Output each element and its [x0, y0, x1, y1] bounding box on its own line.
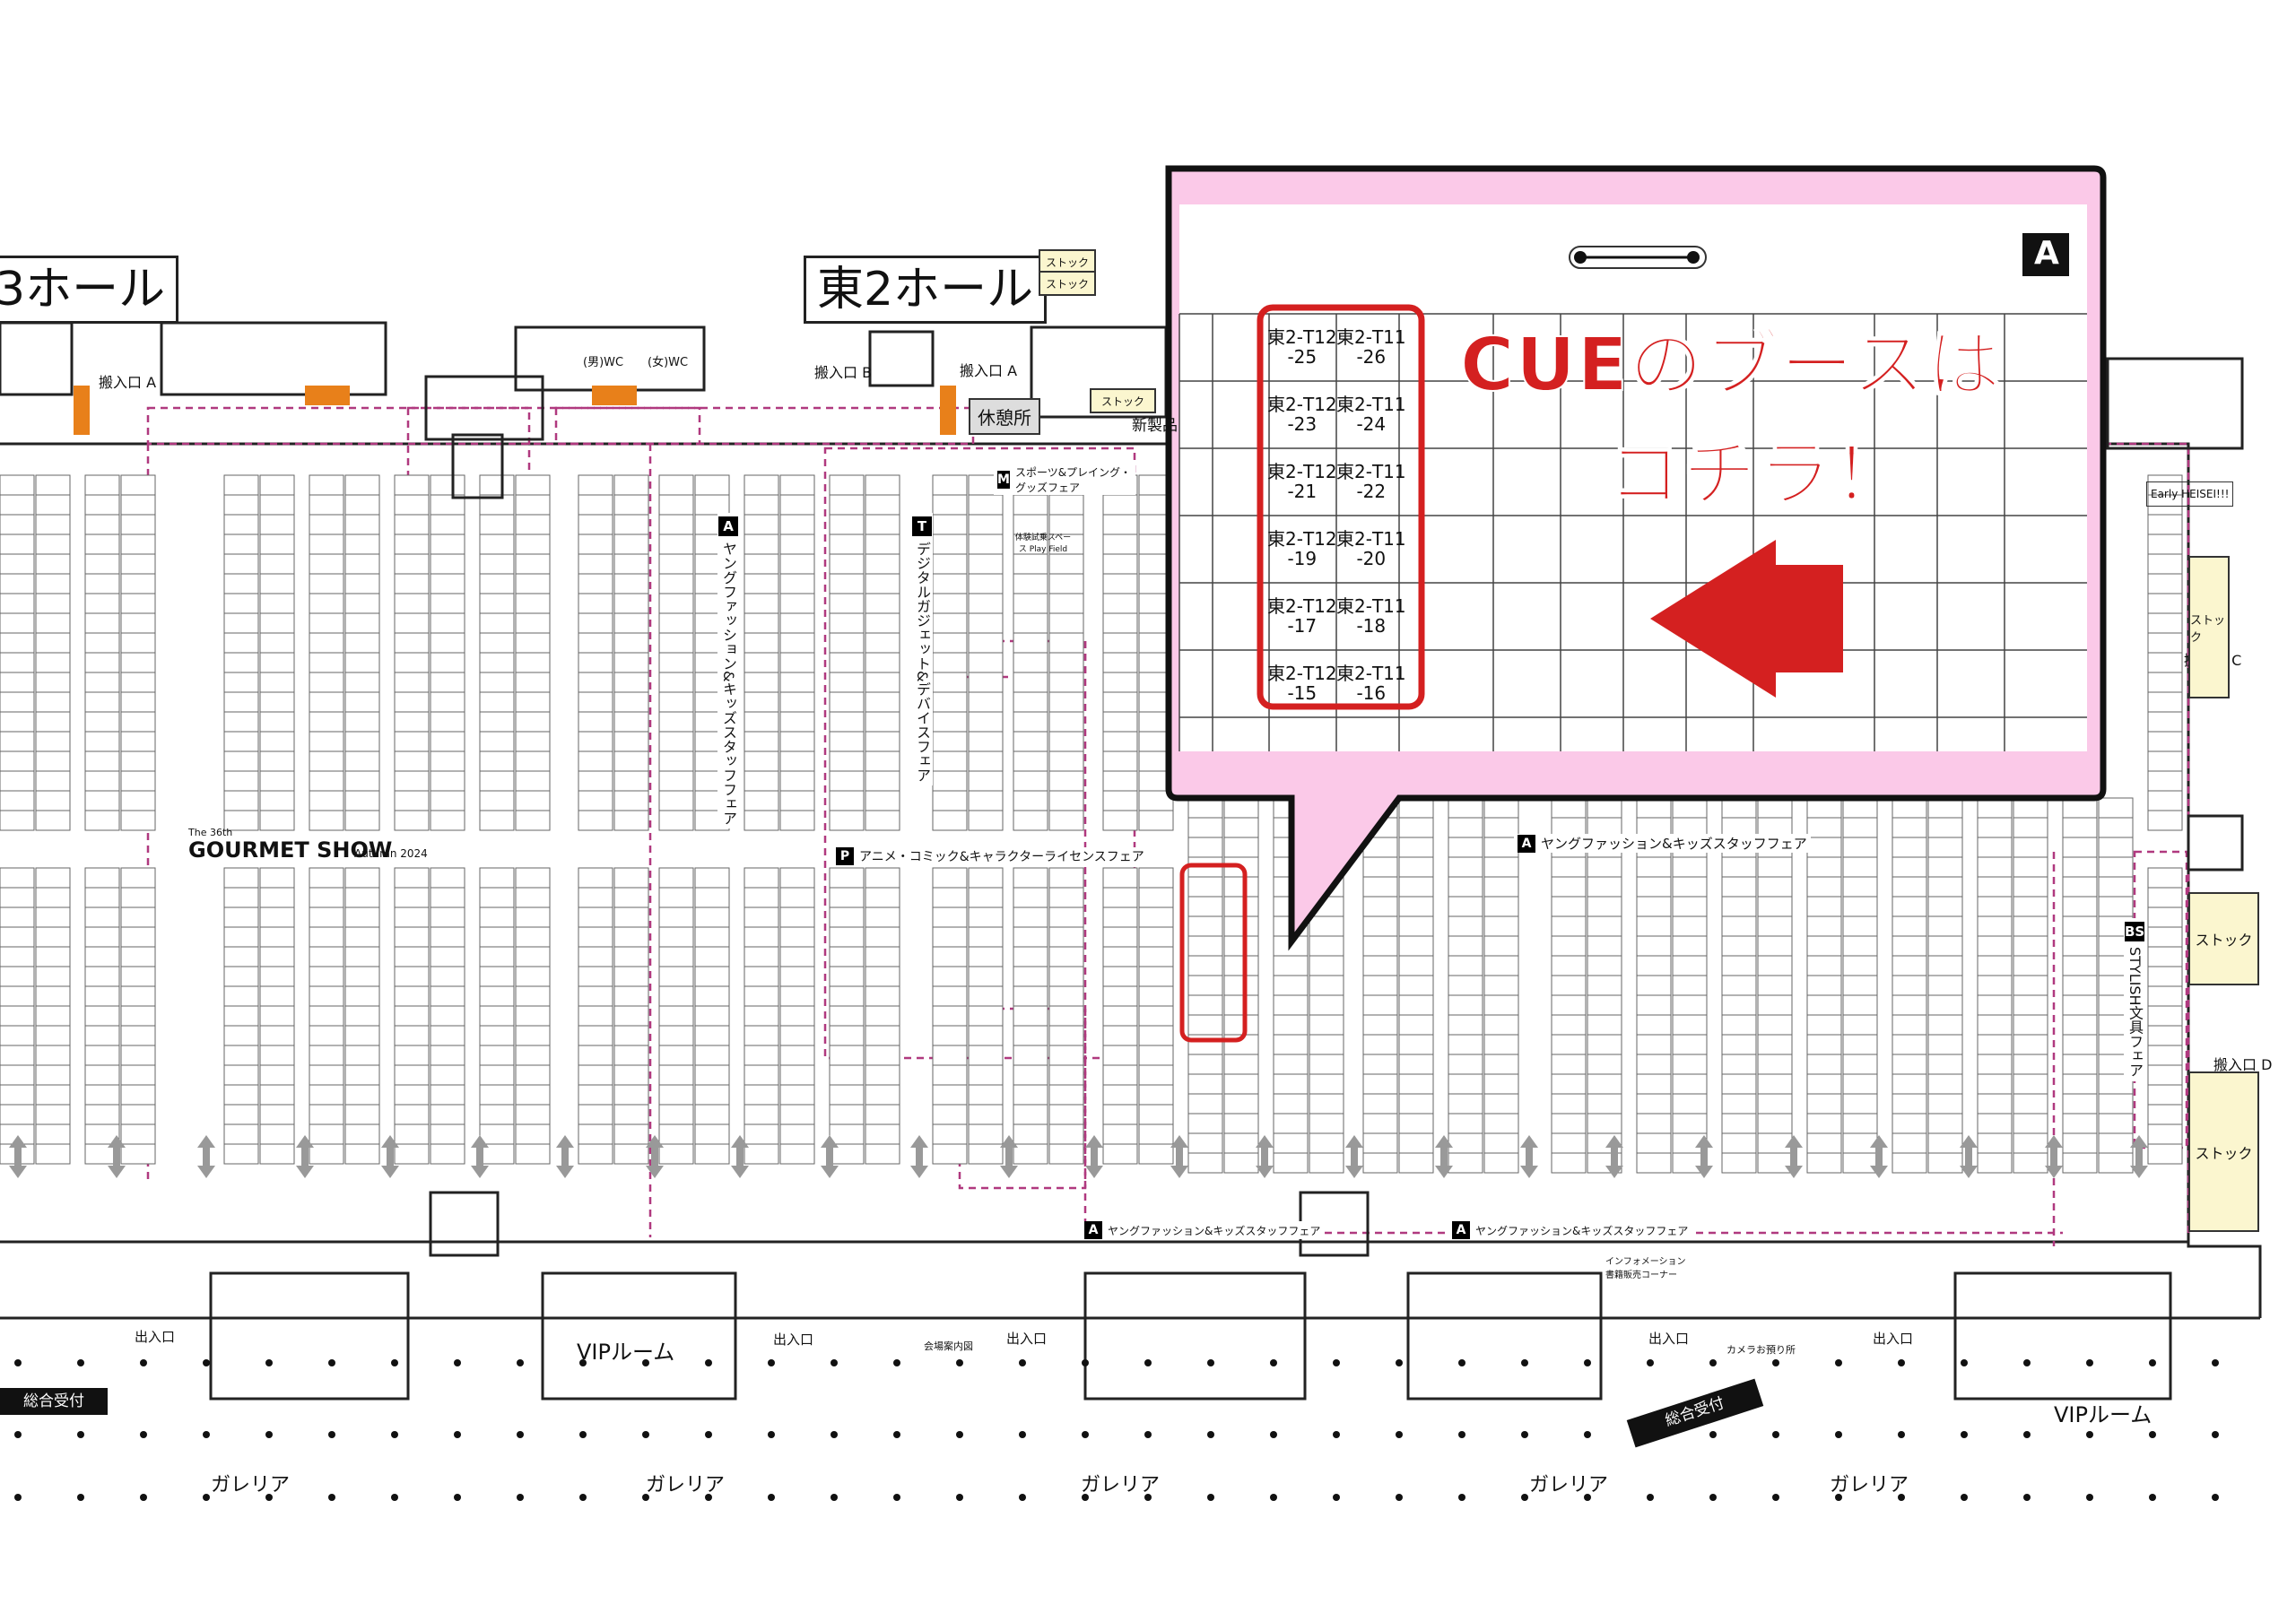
new-products-label: 新製品	[1132, 417, 1178, 435]
stock-c: ストック	[2188, 556, 2230, 698]
vip-room-2: VIPルーム	[2054, 1402, 2152, 1427]
zone-digital-vertical: Tデジタルガジェット&デバイスフェア	[911, 513, 933, 786]
info-label: インフォメーション 書籍販売コーナー	[1605, 1257, 1686, 1280]
callout-tag: A	[2034, 235, 2059, 272]
stock-3: ストック	[1090, 388, 1156, 413]
callout-booth-left: 東2-T12 -25	[1267, 326, 1337, 368]
callout-booth-right: 東2-T11 -22	[1336, 461, 1406, 502]
rest-area-label: 休憩所	[969, 398, 1040, 435]
camera-label: カメラお預り所	[1726, 1344, 1796, 1356]
galleria-5: ガレリア	[1830, 1474, 1909, 1496]
exit-label-1: 出入口	[135, 1329, 176, 1345]
gourmet-show-small: The 36th	[188, 827, 233, 838]
zone-young-fashion-vertical: Aヤングファッション&キッズスタッフフェア	[718, 513, 739, 829]
gourmet-show-logo: GOURMET SHOW	[188, 837, 393, 863]
zone-stylish-vertical: BSSTYLISH文具フェア	[2124, 918, 2145, 1081]
callout-booth-right: 東2-T11 -16	[1336, 663, 1406, 704]
exit-label-2: 出入口	[773, 1331, 814, 1348]
reception-1: 総合受付	[0, 1388, 108, 1415]
venue-guide-label: 会場案内図	[924, 1340, 973, 1352]
loading-entrance-d: 搬入口 D	[2213, 1056, 2273, 1073]
galleria-4: ガレリア	[1529, 1474, 1609, 1496]
stock-2: ストック	[1039, 271, 1096, 296]
cue-booth-highlight[interactable]	[1179, 863, 1248, 1043]
callout-booth-right: 東2-T11 -26	[1336, 326, 1406, 368]
early-heisei-label: Early HEISEI!!!	[2146, 481, 2234, 507]
loading-entrance-a2: 搬入口 A	[960, 362, 1018, 379]
stock-d1: ストック	[2188, 892, 2259, 985]
callout-headline-1: CUEのブースは	[1459, 322, 2003, 409]
galleria-1: ガレリア	[211, 1474, 291, 1496]
callout-booth-right: 東2-T11 -24	[1336, 394, 1406, 435]
wc-men-label: (男)WC	[583, 356, 624, 369]
east3-hall-title: 3ホール	[0, 256, 179, 324]
exit-label-5: 出入口	[1873, 1331, 1914, 1347]
play-space-label: 体験試乗スペース Play Field	[1014, 533, 1072, 554]
stock-1: ストック	[1039, 249, 1096, 274]
loading-entrance-a: 搬入口 A	[99, 374, 157, 391]
vip-room-1: VIPルーム	[577, 1340, 675, 1365]
callout-booth-left: 東2-T12 -21	[1267, 461, 1337, 502]
wc-women-label: (女)WC	[648, 356, 689, 369]
red-arrow-icon	[1650, 540, 1843, 698]
gourmet-show-sub: Autumn 2024	[354, 847, 428, 860]
stock-d2: ストック	[2188, 1071, 2259, 1232]
callout-booth-left: 東2-T12 -23	[1267, 394, 1337, 435]
callout-booth-right: 東2-T11 -18	[1336, 595, 1406, 637]
callout-highlight	[1257, 304, 1425, 710]
callout-booth-right: 東2-T11 -20	[1336, 528, 1406, 569]
loading-entrance-b: 搬入口 B	[814, 364, 873, 381]
callout-booth-left: 東2-T12 -15	[1267, 663, 1337, 704]
callout-headline-2: コチラ！	[1606, 431, 1909, 518]
callout-booth-left: 東2-T12 -19	[1267, 528, 1337, 569]
exit-label-3: 出入口	[1006, 1331, 1048, 1347]
east2-hall-title: 東2ホール	[804, 256, 1048, 324]
galleria-2: ガレリア	[646, 1474, 726, 1496]
galleria-3: ガレリア	[1081, 1474, 1161, 1496]
exit-label-4: 出入口	[1648, 1331, 1690, 1347]
callout-booth-left: 東2-T12 -17	[1267, 595, 1337, 637]
